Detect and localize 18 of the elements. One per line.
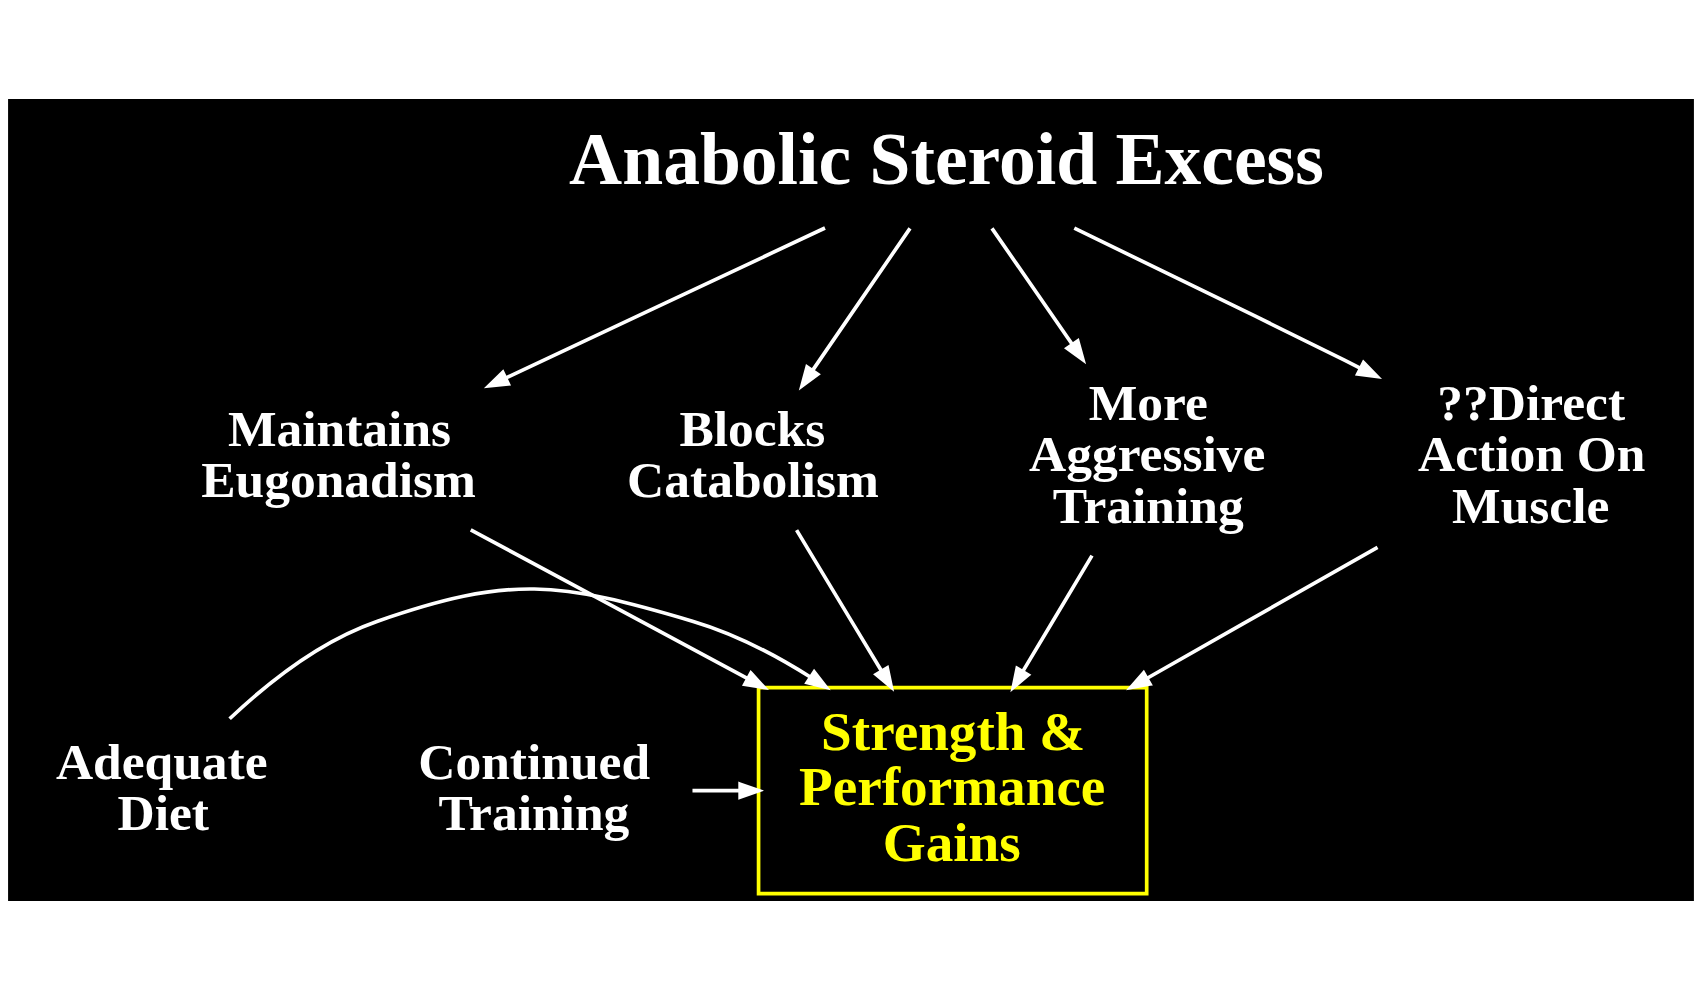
- node-text: ??Direct Action On Muscle: [1418, 373, 1646, 534]
- arrow: [692, 781, 765, 800]
- arrow: [228, 586, 831, 720]
- node-text: Blocks Catabolism: [627, 399, 879, 508]
- arrow: [469, 527, 769, 690]
- node-text: Maintains Eugonadism: [201, 399, 476, 508]
- arrow: [990, 226, 1087, 364]
- arrow: [1073, 226, 1383, 379]
- node-text: Continued Training: [418, 731, 651, 841]
- node-text: Adequate Diet: [55, 731, 268, 841]
- arrow: [1010, 554, 1094, 692]
- arrow: [798, 226, 912, 390]
- node-text: Anabolic Steroid Excess: [569, 117, 1324, 200]
- arrow: [795, 528, 895, 692]
- arrow: [483, 225, 826, 388]
- node-box: Strength & Performance Gains: [756, 685, 1149, 895]
- arrow: [1126, 545, 1379, 690]
- node-text: More Aggressive Training: [1028, 373, 1266, 534]
